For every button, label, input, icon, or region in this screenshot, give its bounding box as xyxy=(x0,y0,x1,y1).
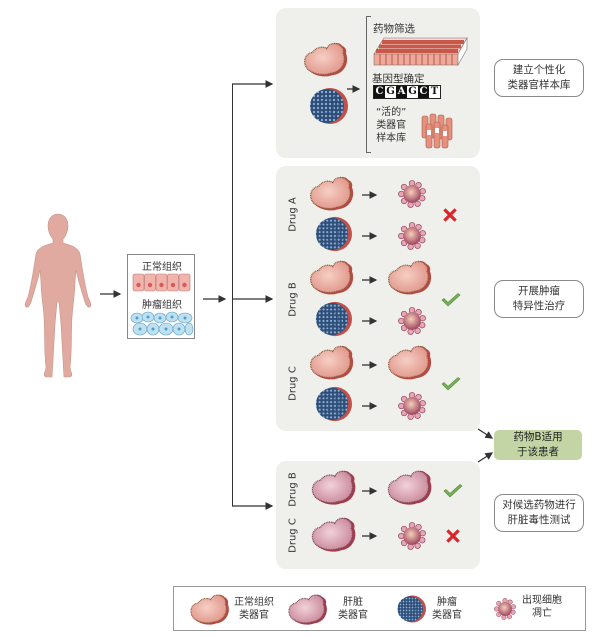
bracket-line xyxy=(366,16,371,153)
sample-tubes-icon xyxy=(421,113,453,149)
liver-organoid-icon xyxy=(311,470,357,506)
cross-icon xyxy=(446,529,460,543)
normal-organoid-icon xyxy=(388,260,432,296)
normal-organoid-icon xyxy=(388,345,432,381)
arrow-icon xyxy=(362,402,378,410)
arrow-to-bottom-panel xyxy=(232,502,274,510)
dna-letter: C xyxy=(418,86,429,98)
tumor-tissue-label: 肿瘤组织 xyxy=(142,300,182,311)
apoptotic-cell-icon xyxy=(398,180,426,208)
tumor-organoid-icon xyxy=(309,87,348,125)
arrow-bottom-to-result xyxy=(477,452,494,463)
normal-organoid-icon xyxy=(310,176,354,212)
arrow-body-to-tissue xyxy=(100,290,122,298)
arrow-icon xyxy=(362,532,378,540)
normal-tissue-label: 正常组织 xyxy=(142,262,182,273)
liver-toxicity-description-box: 对候选药物进行 肝脏毒性测试 xyxy=(494,494,584,532)
legend-label-apoptosis: 出现细胞 凋亡 xyxy=(522,595,562,619)
liver-toxicity-panel xyxy=(276,461,480,569)
drug-c-label: Drug C xyxy=(287,366,299,401)
tumor-tissue-icon xyxy=(130,311,194,336)
legend-label-tumor: 肿瘤 类器官 xyxy=(432,597,462,621)
arrow-icon xyxy=(362,191,378,199)
normal-organoid-icon xyxy=(310,260,354,296)
liver-organoid-icon xyxy=(387,470,433,506)
well-plate-icon xyxy=(373,36,468,67)
tumor-organoid-icon xyxy=(315,301,352,337)
drug-screening-label: 药物筛选 xyxy=(373,23,415,35)
dna-sequence: C G A G C T xyxy=(373,85,441,99)
legend-normal-organoid-icon xyxy=(190,594,230,626)
arrow-to-top-panel xyxy=(232,80,274,88)
legend-label-liver: 肝脏 类器官 xyxy=(338,597,368,621)
biobank-description-box: 建立个性化 类器官样本库 xyxy=(494,59,584,97)
dna-letter: T xyxy=(429,86,440,98)
legend: 正常组织 类器官 肝脏 类器官 肿瘤 类器官 出现细胞 凋亡 xyxy=(173,586,586,631)
normal-tissue-icon xyxy=(132,273,191,292)
tumor-organoid-icon xyxy=(315,216,352,252)
liver-organoid-icon xyxy=(311,517,357,553)
tumor-organoid-icon xyxy=(315,386,352,422)
arrow-icon xyxy=(362,317,378,325)
drug-a-label: Drug A xyxy=(287,197,299,232)
arrow-icon xyxy=(362,232,378,240)
check-icon xyxy=(443,484,463,498)
apoptotic-cell-icon xyxy=(398,307,426,335)
legend-apoptotic-cell-icon xyxy=(494,598,516,620)
arrow-to-middle-panel xyxy=(232,295,274,303)
legend-label-normal: 正常组织 类器官 xyxy=(234,597,274,621)
branch-trunk xyxy=(232,84,234,506)
apoptotic-cell-icon xyxy=(398,222,426,250)
genotyping-label: 基因型确定 xyxy=(372,73,425,85)
tumor-therapy-description-box: 开展肿瘤 特异性治疗 xyxy=(494,280,584,318)
legend-liver-organoid-icon xyxy=(288,594,328,626)
apoptotic-cell-icon xyxy=(398,522,426,550)
dna-letter: A xyxy=(396,86,407,98)
drug-c-liver-label: Drug C xyxy=(287,518,299,553)
dna-letter: G xyxy=(407,86,418,98)
normal-organoid-icon xyxy=(304,42,348,78)
living-biobank-label: “活的” 类器官 样本库 xyxy=(376,107,407,144)
check-icon xyxy=(441,377,461,391)
result-box: 药物B适用 于该患者 xyxy=(494,430,582,460)
arrow-tissue-to-branches xyxy=(203,295,227,303)
arrow-icon xyxy=(362,487,378,495)
cross-icon xyxy=(443,208,457,222)
tissue-sample-box: 正常组织 肿瘤组织 xyxy=(127,254,195,339)
dna-letter: C xyxy=(374,86,385,98)
apoptotic-cell-icon xyxy=(398,392,426,420)
normal-organoid-icon xyxy=(310,345,354,381)
drug-b-label: Drug B xyxy=(287,282,299,317)
legend-tumor-organoid-icon xyxy=(397,595,426,623)
arrow-to-biobank xyxy=(347,85,361,93)
dna-letter: G xyxy=(385,86,396,98)
check-icon xyxy=(441,293,461,307)
arrow-icon xyxy=(362,276,378,284)
arrow-middle-to-result xyxy=(477,428,494,439)
arrow-icon xyxy=(362,361,378,369)
human-body-icon xyxy=(24,213,92,378)
